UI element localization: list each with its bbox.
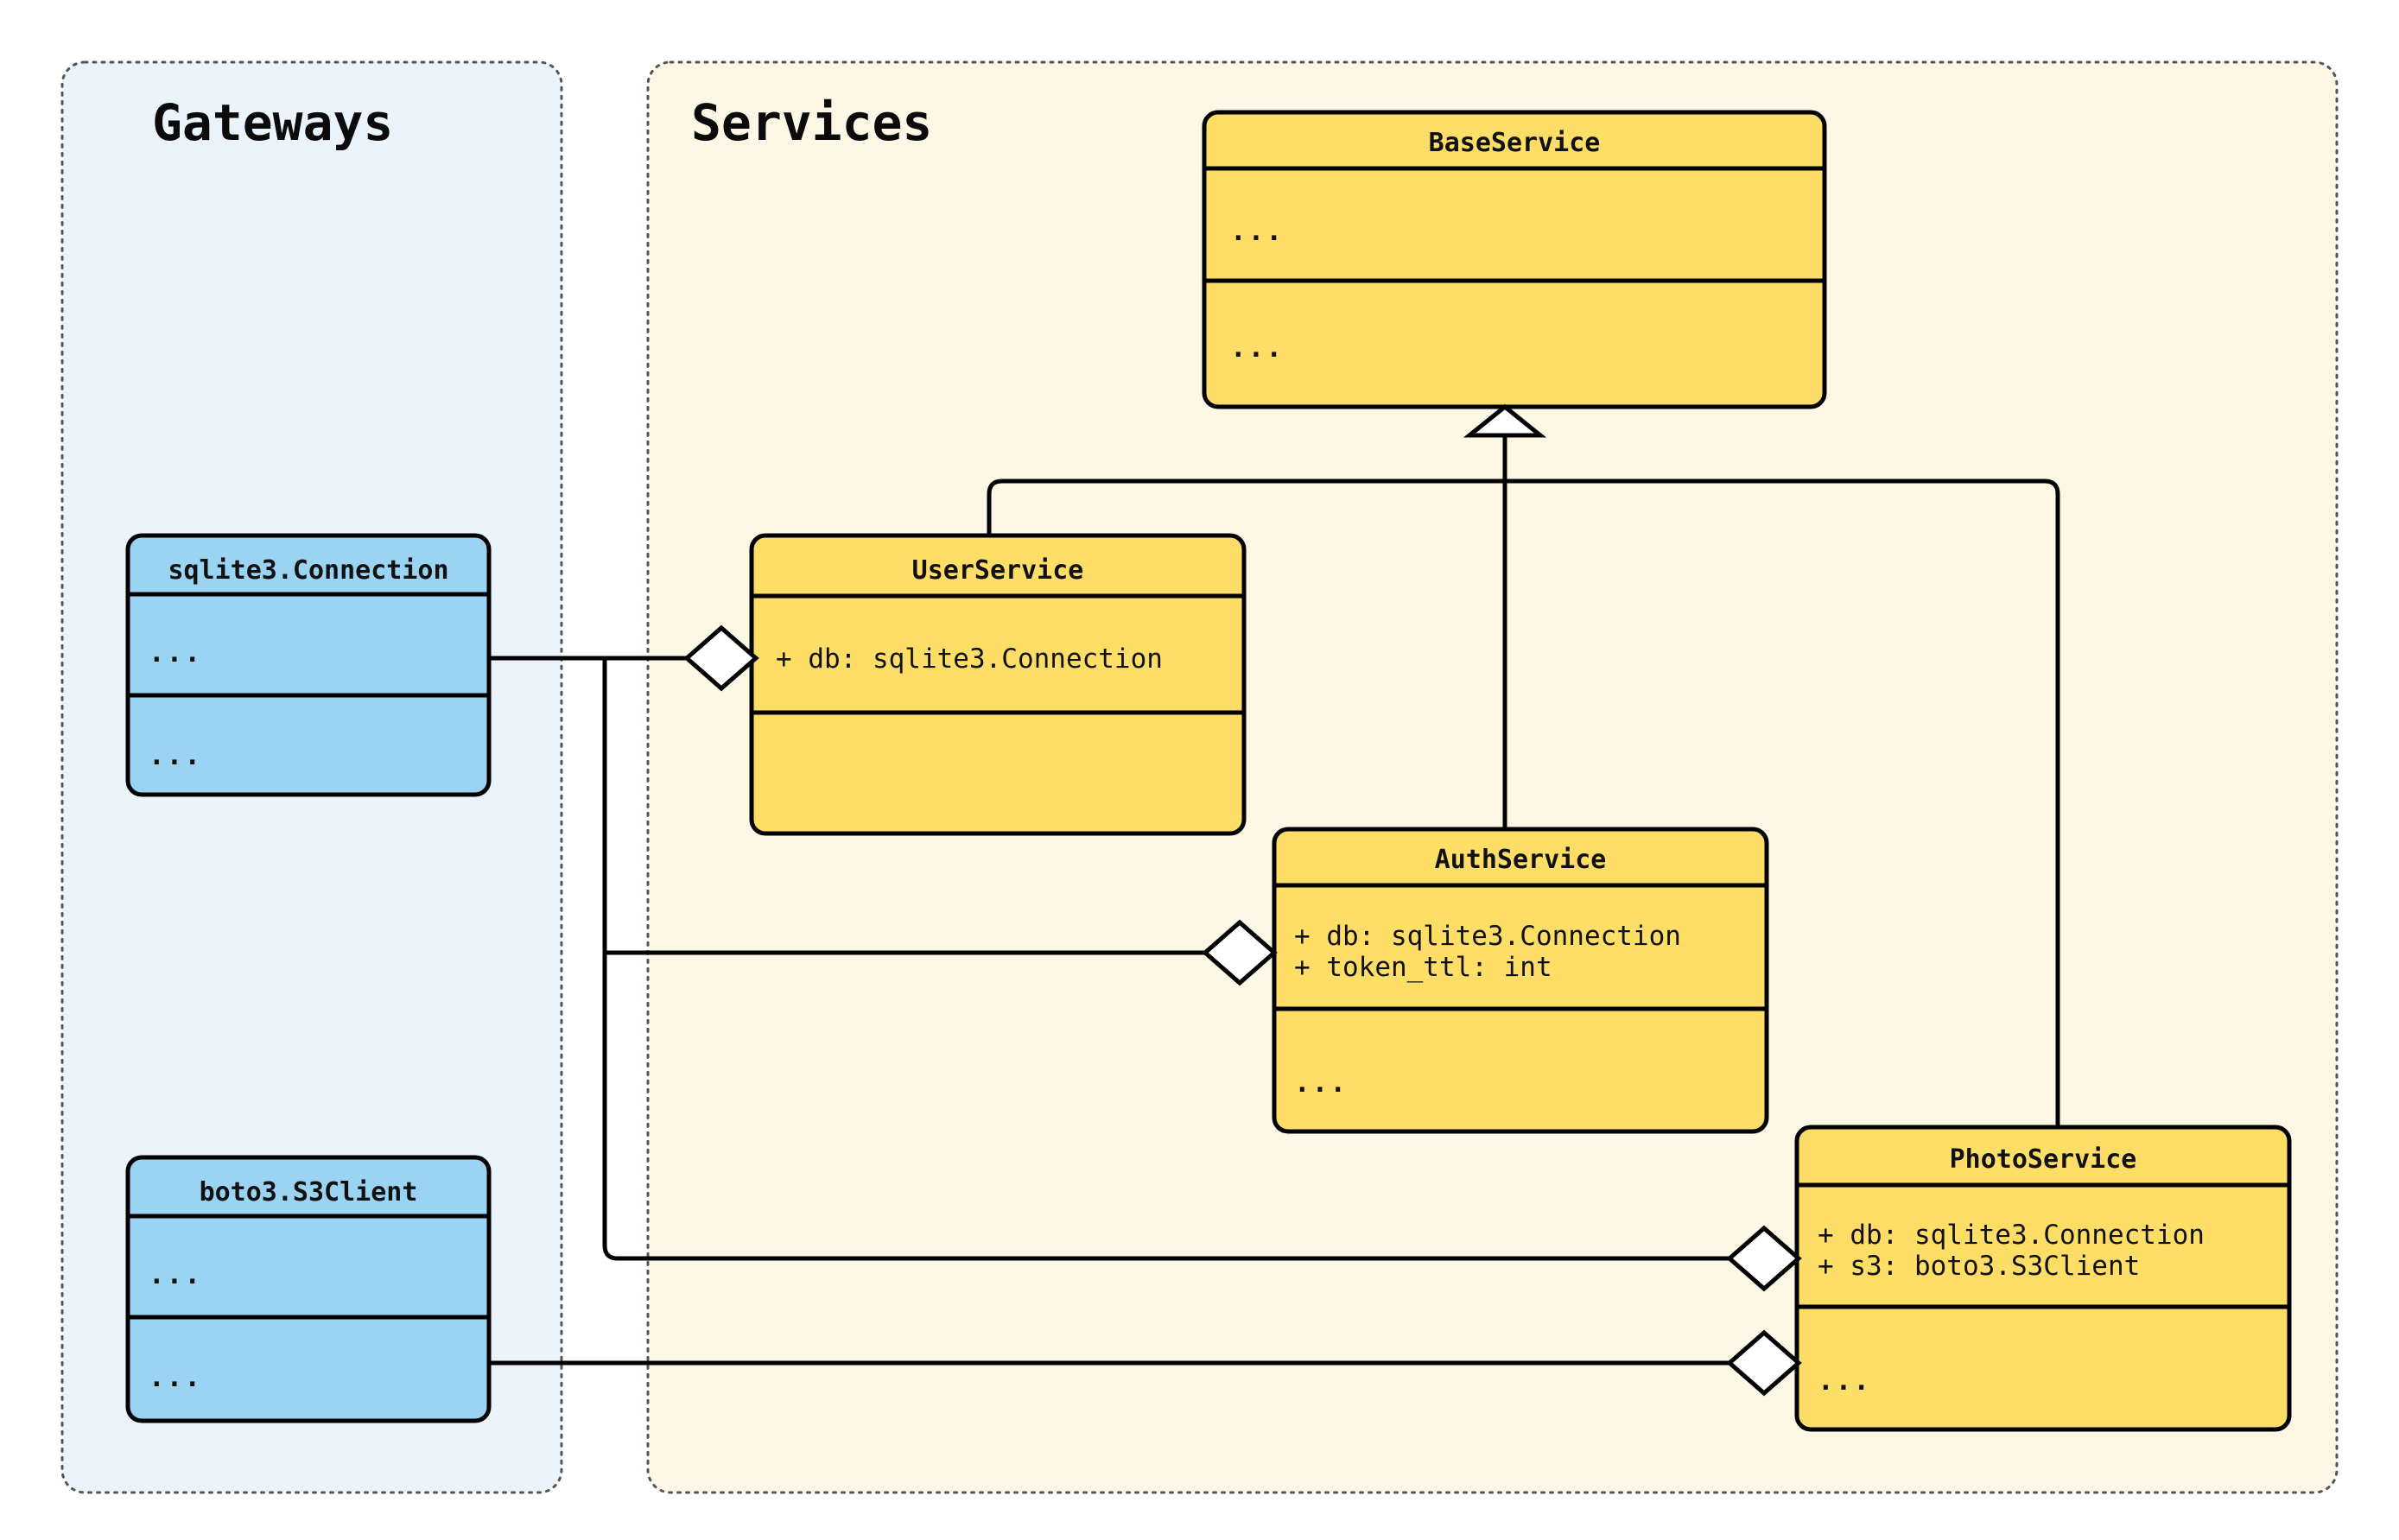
aggregation-diamond-authservice-db	[1202, 919, 1278, 986]
class-baseservice[interactable]: BaseService ... ...	[1202, 110, 1827, 409]
class-authservice-attr-0: + db: sqlite3.Connection	[1294, 921, 1681, 952]
class-userservice-title: UserService	[912, 555, 1084, 586]
package-services-label: Services	[691, 93, 932, 152]
class-sqlite3-connection-title: sqlite3.Connection	[168, 555, 448, 586]
class-boto3-s3client-title: boto3.S3Client	[200, 1177, 418, 1207]
class-sqlite3-connection-method-0: ...	[149, 740, 202, 771]
class-photoservice-attr-0: + db: sqlite3.Connection	[1818, 1220, 2205, 1251]
class-baseservice-title: BaseService	[1429, 128, 1601, 158]
class-authservice-title: AuthService	[1435, 845, 1607, 875]
class-sqlite3-connection[interactable]: sqlite3.Connection ... ...	[125, 533, 492, 797]
class-authservice-attr-1: + token_ttl: int	[1294, 952, 1552, 983]
class-authservice-method-0: ...	[1294, 1068, 1348, 1099]
class-boto3-s3client-attr-0: ...	[149, 1259, 202, 1290]
edge-db-to-photoservice[interactable]	[602, 953, 1729, 1261]
class-boto3-s3client-method-0: ...	[149, 1362, 202, 1393]
inheritance-triangle-marker	[1463, 403, 1547, 438]
class-boto3-s3client[interactable]: boto3.S3Client ... ...	[125, 1155, 492, 1423]
class-photoservice-attr-1: + s3: boto3.S3Client	[1818, 1251, 2140, 1282]
class-photoservice[interactable]: PhotoService + db: sqlite3.Connection + …	[1794, 1125, 2292, 1432]
aggregation-diamond-photoservice-db	[1726, 1225, 1802, 1292]
aggregation-diamond-photoservice-s3	[1726, 1329, 1802, 1397]
class-photoservice-method-0: ...	[1818, 1366, 1871, 1397]
class-userservice[interactable]: UserService + db: sqlite3.Connection	[749, 533, 1247, 836]
class-photoservice-title: PhotoService	[1950, 1144, 2137, 1175]
class-userservice-attr-0: + db: sqlite3.Connection	[776, 643, 1163, 675]
relationship-edges	[489, 434, 2060, 1366]
class-boto3-s3client-box	[125, 1155, 492, 1423]
class-authservice[interactable]: AuthService + db: sqlite3.Connection + t…	[1272, 827, 1769, 1134]
class-baseservice-method-0: ...	[1230, 333, 1284, 364]
edge-inheritance-bus[interactable]	[987, 478, 2060, 1137]
class-sqlite3-connection-attr-0: ...	[149, 637, 202, 669]
class-baseservice-box	[1202, 110, 1827, 409]
class-authservice-box	[1272, 827, 1769, 1134]
class-baseservice-attr-0: ...	[1230, 216, 1284, 247]
class-photoservice-box	[1794, 1125, 2292, 1432]
class-userservice-box	[749, 533, 1247, 836]
package-gateways-label: Gateways	[152, 93, 393, 152]
class-sqlite3-connection-box	[125, 533, 492, 797]
aggregation-diamond-userservice	[683, 624, 759, 692]
